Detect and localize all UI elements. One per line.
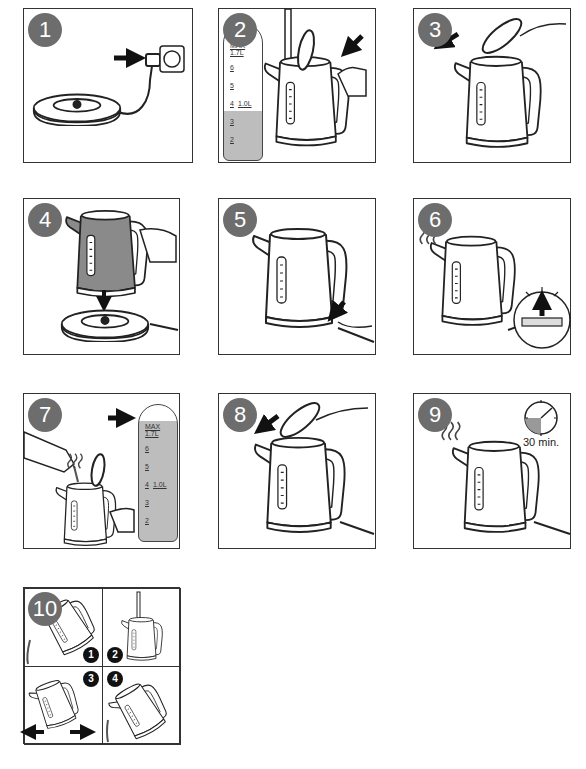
- step-number: 3: [418, 13, 452, 47]
- step-number: 7: [28, 398, 62, 432]
- sub-step-number: 4: [107, 671, 123, 687]
- level-mark: 3: [230, 118, 248, 125]
- step-number: 10: [28, 592, 62, 626]
- step-panel: 1: [23, 8, 193, 163]
- step-number: 1: [28, 13, 62, 47]
- step-number: 2: [223, 13, 257, 47]
- sub-step-panel: 2: [102, 588, 181, 667]
- level-mark: 5: [145, 463, 163, 470]
- sub-step-number: 2: [107, 647, 123, 663]
- step-panel: 3: [413, 8, 571, 163]
- level-mark: 6: [145, 445, 163, 452]
- sub-step-panel: 3: [24, 666, 103, 745]
- level-mark: 2: [145, 517, 163, 524]
- step-panel: 10 1234: [23, 587, 180, 744]
- level-mark: 1.0L: [238, 100, 256, 107]
- step-number: 9: [418, 398, 452, 432]
- step-panel: 2MAX 1.7L6541.0L32: [218, 8, 376, 163]
- time-label: 30 min.: [523, 436, 559, 448]
- sub-step-number: 1: [83, 647, 99, 663]
- level-mark: MAX 1.7L: [145, 423, 163, 437]
- step-number: 4: [28, 203, 62, 237]
- step-panel: 9: [413, 393, 571, 549]
- step-panel: 4: [23, 198, 180, 355]
- step-number: 5: [223, 203, 257, 237]
- water-level-gauge: MAX 1.7L6541.0L32: [138, 404, 178, 542]
- sub-step-panel: 4: [102, 666, 181, 745]
- step-number: 8: [223, 398, 257, 432]
- step-panel: 8: [218, 393, 376, 549]
- step-panel: 6: [413, 198, 571, 355]
- step-number: 6: [418, 203, 452, 237]
- level-mark: 2: [230, 136, 248, 143]
- sub-step-number: 3: [83, 671, 99, 687]
- step-panel: 7MAX 1.7L6541.0L32: [23, 393, 180, 549]
- level-mark: 1.0L: [153, 481, 171, 488]
- level-mark: 3: [145, 499, 163, 506]
- step-panel: 5: [218, 198, 376, 355]
- level-mark: 6: [230, 64, 248, 71]
- level-mark: 5: [230, 82, 248, 89]
